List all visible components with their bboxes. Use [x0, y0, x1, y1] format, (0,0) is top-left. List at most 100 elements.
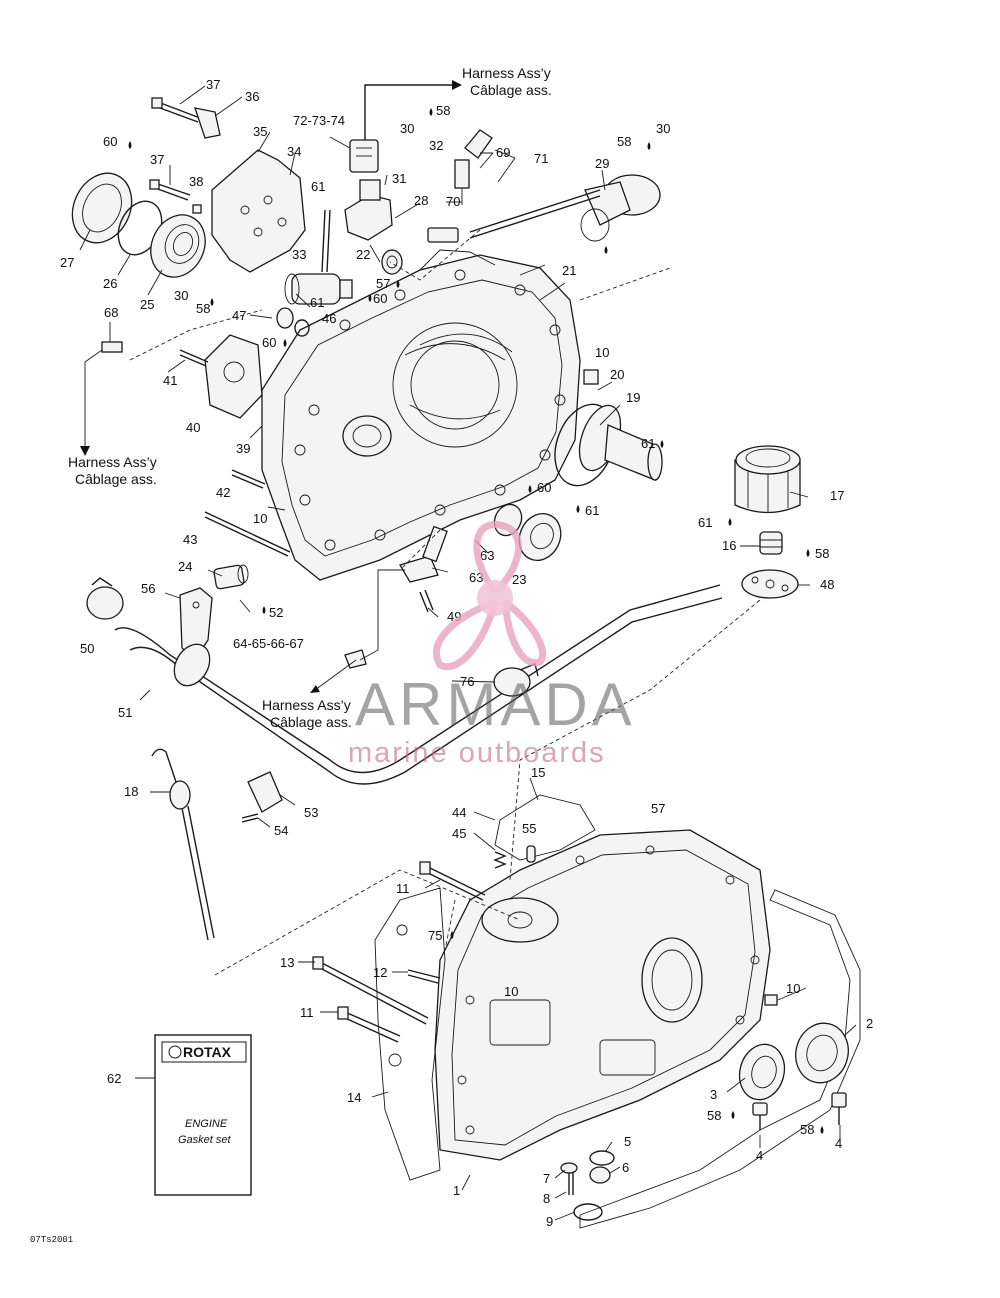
part-number-label: 58 [815, 546, 829, 561]
part-number-label: 44 [452, 805, 466, 820]
harness-caption-top-line2: Câblage ass. [470, 82, 552, 98]
bolt-11-lower [337, 1006, 401, 1043]
bolt-37-top [151, 97, 201, 123]
part-number-label: 64-65-66-67 [233, 636, 304, 651]
shaft-19 [578, 404, 663, 481]
part-number-label: 39 [236, 441, 250, 456]
part-number-label: 62 [107, 1071, 121, 1086]
part-number-label: 5 [624, 1134, 631, 1149]
part-number-label: 28 [414, 193, 428, 208]
part-number-label: 42 [216, 485, 230, 500]
part-number-label: 45 [452, 826, 466, 841]
part-number-label: 3 [710, 1087, 717, 1102]
part-number-label: 10 [504, 984, 518, 999]
part-number-label: 52 [269, 605, 283, 620]
fitting-16 [759, 531, 783, 555]
part-number-label: 57 [651, 801, 665, 816]
part-number-label: 71 [534, 151, 548, 166]
plug-4-right [831, 1092, 847, 1125]
part-number-label: 72-73-74 [293, 113, 345, 128]
part-number-label: 50 [80, 641, 94, 656]
part-number-label: 22 [356, 247, 370, 262]
plug-22-28 [381, 249, 403, 275]
harness-caption-bottom: Harness Ass’y Câblage ass. [262, 697, 352, 730]
part-number-label: 17 [830, 488, 844, 503]
bolt-54 [241, 813, 259, 823]
part-number-label: 58 [800, 1122, 814, 1137]
part-number-label: 63 [480, 548, 494, 563]
part-number-label: 58 [707, 1108, 721, 1123]
armada-propeller-logo [432, 521, 547, 671]
part-number-label: 54 [274, 823, 288, 838]
part-number-label: 31 [392, 171, 406, 186]
part-number-label: 4 [756, 1148, 763, 1163]
harness-line-bottom-2 [359, 569, 405, 661]
part-number-label: 32 [429, 138, 443, 153]
part-number-label: 58 [436, 103, 450, 118]
fitting-24 [213, 564, 249, 590]
harness-caption-left: Harness Ass’y Câblage ass. [68, 454, 157, 487]
part-number-label: 34 [287, 144, 301, 159]
part-number-label: 30 [656, 121, 670, 136]
part-number-label: 11 [396, 881, 410, 896]
drawing-code: 07Ts2001 [30, 1235, 73, 1245]
part-number-label: 58 [617, 134, 631, 149]
switch-69-71 [454, 129, 493, 205]
part-number-label: 30 [174, 288, 188, 303]
part-number-label: 70 [446, 194, 460, 209]
dipstick-18 [151, 748, 215, 941]
dowel-10-lower [764, 994, 778, 1006]
part-number-label: 60 [103, 134, 117, 149]
part-number-label: 18 [124, 784, 138, 799]
spring-45-55 [493, 845, 536, 869]
part-number-label: 37 [206, 77, 220, 92]
part-number-label: 21 [562, 263, 576, 278]
part-number-label: 76 [460, 674, 474, 689]
part-number-label: 11 [300, 1005, 314, 1020]
part-number-label: 35 [253, 124, 267, 139]
part-number-label: 20 [610, 367, 624, 382]
bolt-49 [419, 589, 434, 613]
part-number-label: 56 [141, 581, 155, 596]
part-number-label: 38 [189, 174, 203, 189]
bracket-52 [179, 587, 213, 662]
part-number-label: 48 [820, 577, 834, 592]
part-number-label: 40 [186, 420, 200, 435]
part-number-label: 75 [428, 928, 442, 943]
watermark-subtitle: marine outboards [348, 737, 606, 769]
part-number-label: 60 [262, 335, 276, 350]
gasket-set-booklet-62: ROTAX ENGINE Gasket set [154, 1034, 252, 1196]
clamp-53 [247, 771, 283, 813]
watermark-brand: ARMADA [355, 671, 636, 738]
harness-caption-bottom-line1: Harness Ass’y [262, 697, 351, 713]
plug-4-left [752, 1102, 768, 1130]
cover-plate-35 [211, 149, 306, 273]
gasket-56 [741, 569, 799, 599]
plug-6 [589, 1166, 611, 1184]
pump-cover-40 [204, 334, 263, 419]
part-number-label: 7 [543, 1171, 550, 1186]
arrow-left [80, 446, 90, 456]
part-number-label: 53 [304, 805, 318, 820]
bolt-11-upper [419, 861, 486, 901]
part-number-label: 27 [60, 255, 74, 270]
part-number-label: 61 [641, 436, 655, 451]
booklet-brand: ROTAX [183, 1044, 232, 1060]
part-number-label: 68 [104, 305, 118, 320]
harness-caption-bottom-line2: Câblage ass. [270, 714, 352, 730]
sensor-31 [344, 179, 393, 241]
arrow-top [452, 80, 462, 90]
oil-filter-17 [734, 445, 801, 514]
armada-propeller-hub [477, 580, 513, 616]
part-number-label: 60 [537, 480, 551, 495]
gasket-back [579, 889, 861, 1229]
dowel-10-upper [583, 369, 599, 385]
booklet-line1: ENGINE [185, 1118, 228, 1130]
part-number-label: 13 [280, 955, 294, 970]
crankcase-1 [434, 829, 771, 1161]
booklet-line2: Gasket set [178, 1134, 232, 1146]
part-number-label: 61 [698, 515, 712, 530]
part-number-label: 1 [453, 1183, 460, 1198]
